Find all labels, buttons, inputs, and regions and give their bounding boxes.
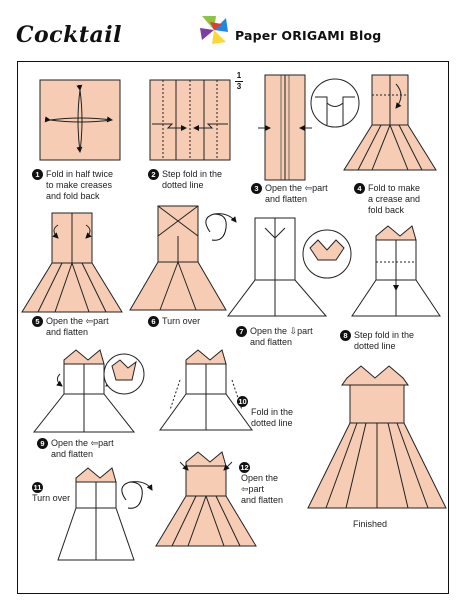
step3-diagram xyxy=(258,74,360,181)
step1-diagram xyxy=(39,79,121,161)
step8-diagram xyxy=(351,225,441,317)
logo-pinwheel-icon xyxy=(200,16,228,44)
step10-diagram xyxy=(159,349,253,431)
finished-dress-diagram xyxy=(307,365,447,509)
page-title: Cocktail xyxy=(16,22,122,48)
finished-caption: Finished xyxy=(353,519,388,529)
step4-diagram xyxy=(343,74,437,171)
step-11-caption: 11 Turn over xyxy=(32,482,71,503)
step11-diagram xyxy=(57,467,153,561)
step6-diagram xyxy=(129,205,237,311)
step7-diagram xyxy=(227,217,352,317)
brand-name: Paper ORIGAMI Blog xyxy=(235,28,382,43)
step5-diagram xyxy=(21,212,123,313)
diagram-frame xyxy=(17,61,449,594)
step-12-caption: 12 Open the ⇦part and flatten xyxy=(239,462,284,505)
step9-diagram xyxy=(32,349,145,433)
fraction-one-third: 1 3 xyxy=(235,71,243,91)
step12-diagram xyxy=(155,451,257,547)
step-10-caption: 10 Fold in the dotted line xyxy=(237,396,294,428)
step2-diagram xyxy=(149,79,231,161)
